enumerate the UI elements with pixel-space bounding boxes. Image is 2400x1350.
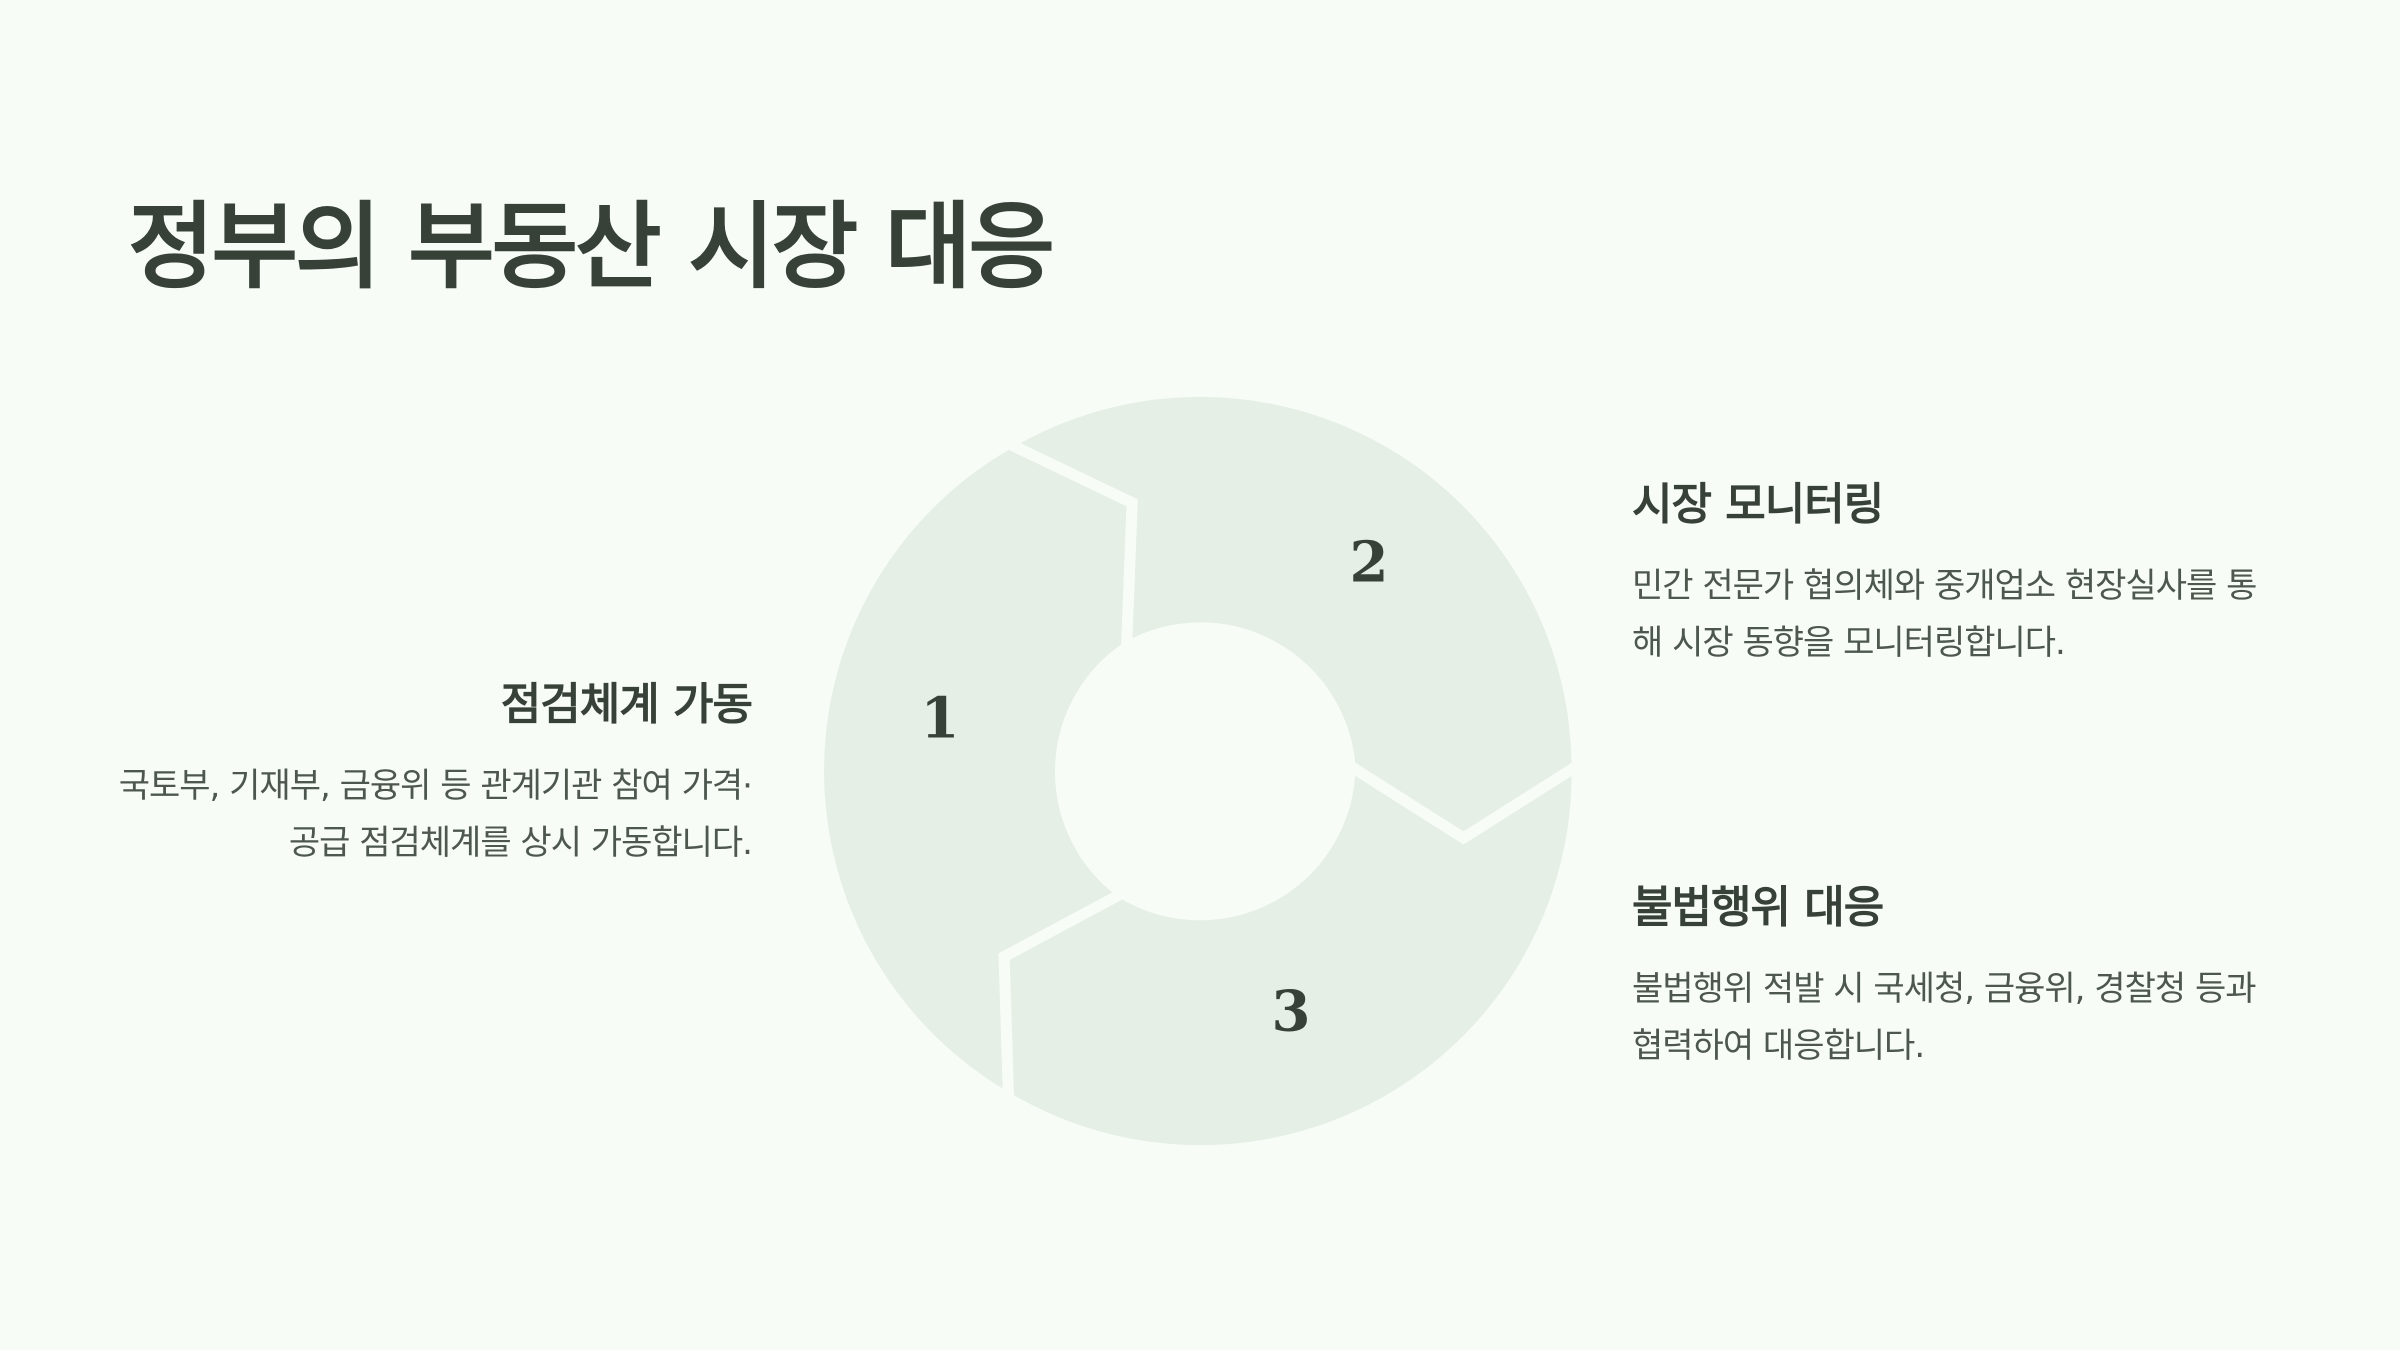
segment-2-description: 민간 전문가 협의체와 중개업소 현장실사를 통해 시장 동향을 모니터링합니다… [1632, 566, 2257, 663]
segment-2-number: 2 [1350, 530, 1389, 596]
segment-2-shape [996, 385, 1583, 845]
segment-2-text: 시장 모니터링 민간 전문가 협의체와 중개업소 현장실사를 통해 시장 동향을… [1632, 468, 2282, 672]
segment-3-number: 3 [1272, 979, 1311, 1045]
segment-3-shape [998, 756, 1583, 1157]
page-title: 정부의 부동산 시장 대응 [128, 193, 1055, 302]
segment-2-heading: 시장 모니터링 [1632, 479, 1884, 530]
segment-3-text: 불법행위 대응 불법행위 적발 시 국세청, 금융위, 경찰청 등과 협력하여 … [1632, 871, 2282, 1075]
segment-1-heading: 점검체계 가동 [500, 679, 753, 730]
segment-3-heading: 불법행위 대응 [1632, 882, 1884, 933]
segment-3-description: 불법행위 적발 시 국세청, 금융위, 경찰청 등과 협력하여 대응합니다. [1632, 969, 2257, 1066]
ring [813, 385, 1583, 1157]
segment-1-number: 1 [921, 686, 960, 752]
segment-1-description: 국토부, 기재부, 금융위 등 관계기관 참여 가격·공급 점검체계를 상시 가… [118, 766, 753, 863]
segment-1-text: 점검체계 가동 국토부, 기재부, 금융위 등 관계기관 참여 가격·공급 점검… [112, 668, 753, 872]
segment-1-shape [813, 437, 1138, 1109]
